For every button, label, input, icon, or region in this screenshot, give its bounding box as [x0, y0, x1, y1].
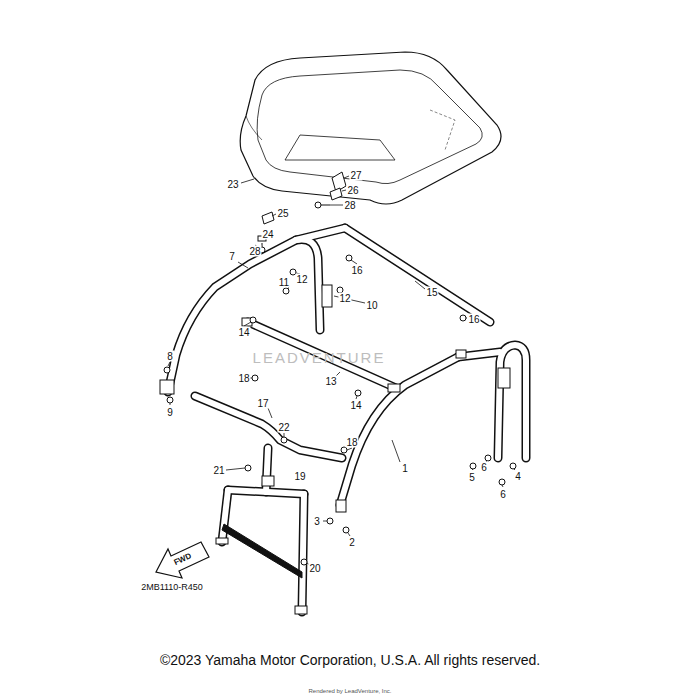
watermark: LEADVENTURE: [252, 350, 387, 367]
roof-fasteners: [258, 172, 346, 253]
frame-brackets: [160, 285, 510, 614]
callout-number: 13: [324, 376, 337, 387]
callout-number: 7: [228, 251, 236, 262]
callout-number: 10: [365, 300, 378, 311]
callout-number: 14: [349, 400, 362, 411]
roof-canopy: [240, 52, 501, 204]
leader-lines: [168, 176, 515, 565]
direction-label: FWD: [172, 552, 194, 569]
callout-number: 26: [346, 185, 359, 196]
copyright-caption: ©2023 Yamaha Motor Corporation, U.S.A. A…: [159, 653, 541, 668]
fasteners: [164, 255, 516, 565]
callout-number: 8: [166, 351, 174, 362]
callout-number: 23: [226, 179, 239, 190]
callout-number: 12: [338, 293, 351, 304]
callout-number: 25: [276, 208, 289, 219]
frame-tubes: [168, 228, 526, 612]
callout-number: 21: [212, 465, 225, 476]
callout-number: 1: [401, 463, 409, 474]
callout-number: 19: [293, 471, 306, 482]
callout-number: 28: [248, 246, 261, 257]
callout-number: 3: [313, 516, 321, 527]
callout-number: 20: [308, 563, 321, 574]
callout-number: 5: [468, 472, 476, 483]
callout-number: 2: [348, 537, 356, 548]
callout-number: 16: [350, 265, 363, 276]
callout-number: 22: [277, 422, 290, 433]
callout-number: 4: [514, 471, 522, 482]
callout-number: 17: [256, 398, 269, 409]
callout-number: 27: [349, 170, 362, 181]
callout-number: 28: [343, 200, 356, 211]
callout-number: 18: [345, 437, 358, 448]
callout-number: 15: [425, 287, 438, 298]
diagram-code: 2MB1110-R450: [140, 583, 204, 593]
callout-number: 9: [166, 407, 174, 418]
callout-number: 24: [261, 229, 274, 240]
credit-note: Rendered by LeadVenture, Inc.: [307, 688, 392, 695]
callout-number: 14: [237, 327, 250, 338]
callout-number: 11: [278, 277, 290, 288]
callout-number: 18: [237, 373, 250, 384]
callout-number: 6: [480, 462, 488, 473]
callout-number: 6: [499, 489, 507, 500]
callout-number: 16: [467, 314, 480, 325]
callout-number: 12: [295, 274, 308, 285]
forward-arrow: [156, 542, 209, 578]
